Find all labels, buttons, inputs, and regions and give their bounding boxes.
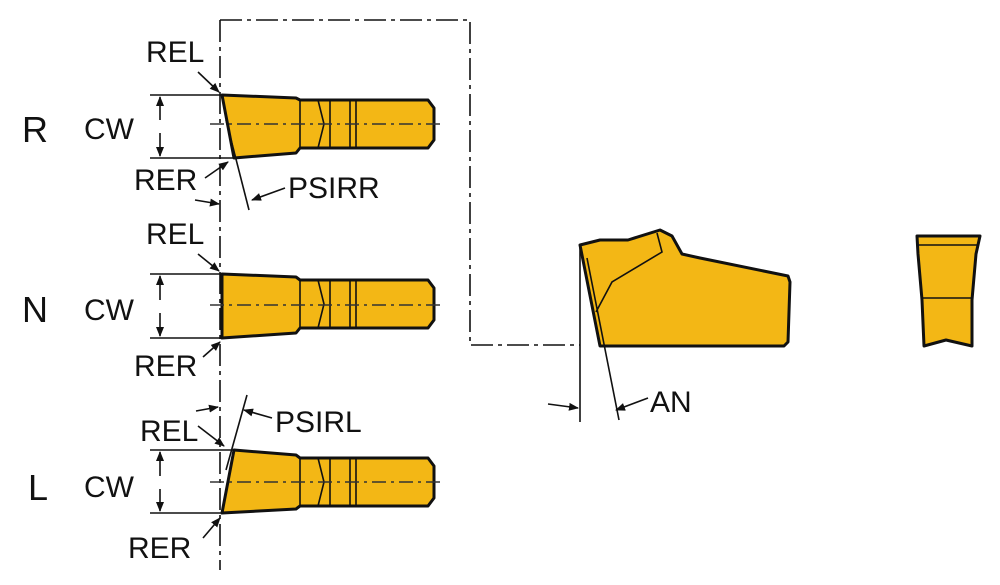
end-view (915, 234, 982, 348)
rer-label-r: RER (134, 164, 197, 197)
rel-label-l: REL (140, 415, 198, 448)
cw-label-n: CW (84, 294, 135, 327)
an-label: AN (650, 386, 692, 419)
insert-body-n (220, 272, 436, 340)
view-n: N REL CW RER (22, 218, 445, 383)
psirl-label: PSIRL (275, 406, 362, 439)
psirr-label: PSIRR (288, 172, 380, 205)
variant-label-l: L (28, 467, 48, 508)
rel-label-r: REL (146, 36, 204, 69)
insert-side-profile (578, 228, 792, 348)
cw-label-l: CW (84, 471, 135, 504)
variant-label-n: N (22, 289, 48, 330)
insert-body-r (220, 93, 436, 160)
variant-label-r: R (22, 109, 48, 150)
rel-label-n: REL (146, 218, 204, 251)
rer-label-l: RER (128, 532, 191, 565)
view-r: R REL CW RER PSIRR (22, 36, 445, 211)
rer-label-n: RER (134, 350, 197, 383)
insert-end-profile (915, 234, 982, 348)
view-l: L PSIRL REL CW RER (28, 394, 445, 565)
cw-label-r: CW (84, 113, 135, 146)
projection-lines (219, 19, 580, 570)
side-view: AN (547, 228, 792, 422)
